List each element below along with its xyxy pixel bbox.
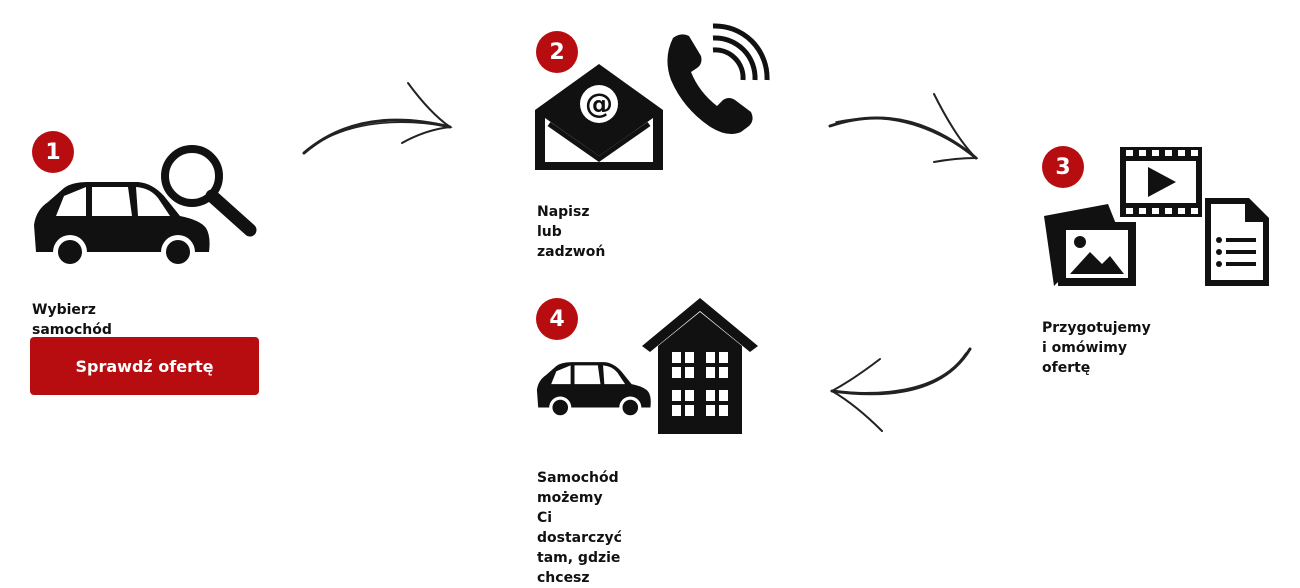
car-icon [536,362,651,419]
flow-arrow-3-to-4 [829,347,972,432]
caption-line: Przygotujemy i omówimy [1042,320,1151,356]
caption-line: dostarczyć tam, gdzie chcesz [537,530,622,586]
phone-icon [667,23,770,134]
step-number-badge: 1 [32,131,74,173]
house-icon [642,298,758,434]
magnifier-icon [161,145,257,237]
caption-line: ofertę [1042,360,1091,376]
flow-arrow-1-to-2 [302,82,453,155]
caption-line: Samochód możemy Ci [537,470,619,526]
step-number-badge: 3 [1042,146,1084,188]
flow-arrow-2-to-3 [828,93,979,163]
photos-icon [1044,204,1136,286]
step-caption: Samochód możemy Ci dostarczyć tam, gdzie… [537,468,622,588]
document-icon [1205,198,1269,286]
envelope-at-icon: @ [535,64,663,170]
step-number-badge: 4 [536,298,578,340]
video-icon [1120,147,1202,217]
step-number-badge: 2 [536,31,578,73]
step-caption: Napisz lub zadzwoń [537,204,606,260]
check-offer-button[interactable]: Sprawdź ofertę [30,337,259,395]
step-caption: Przygotujemy i omówimy ofertę [1042,318,1151,378]
car-icon [34,182,210,269]
svg-text:@: @ [585,87,613,120]
